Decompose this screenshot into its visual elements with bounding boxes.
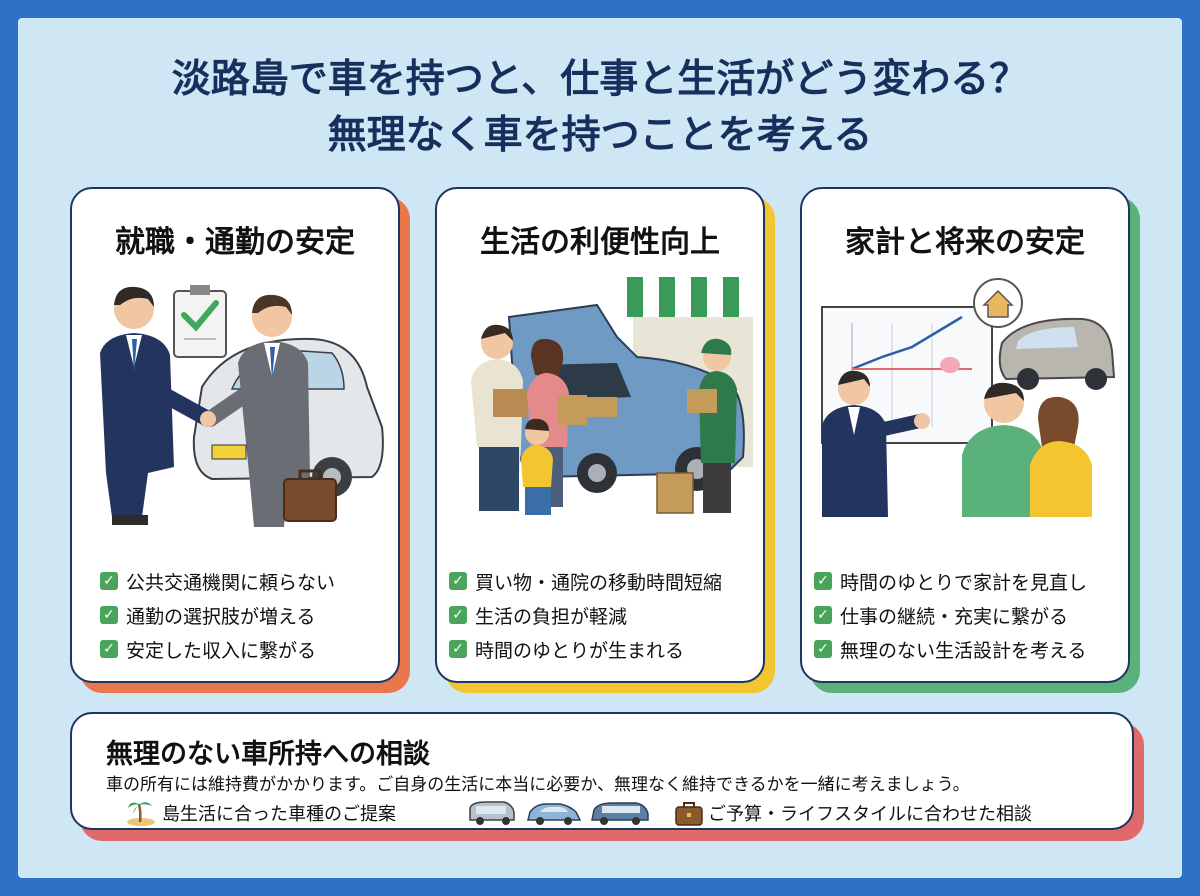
card-convenience: 生活の利便性向上 (435, 187, 775, 693)
list-item: ✓ 無理のない生活設計を考える (814, 632, 1087, 666)
minivan-icon (591, 802, 649, 825)
compact-car-icon (527, 803, 582, 825)
consult-title: 無理のない車所持への相談 (106, 739, 430, 770)
card-title: 生活の利便性向上 (480, 225, 720, 260)
consult-options: 島生活に合った車種のご提案 ご予算・ライフスタイルに合わせた相談 (126, 800, 1126, 830)
card-finance: 家計と将来の安定 (800, 187, 1140, 693)
list-item-label: 通勤の選択肢が増える (126, 605, 316, 628)
card-body: 家計と将来の安定 (800, 187, 1130, 683)
consult-box: 無理のない車所持への相談 車の所有には維持費がかかります。ご自身の生活に本当に必… (70, 712, 1134, 830)
list-item-label: 時間のゆとりで家計を見直し (840, 571, 1088, 594)
card-employment: 就職・通勤の安定 (70, 187, 410, 693)
kei-car-icon (469, 801, 515, 825)
list-item-label: 時間のゆとりが生まれる (475, 639, 685, 662)
check-icon: ✓ (449, 606, 467, 624)
card-title: 就職・通勤の安定 (115, 225, 355, 260)
check-icon: ✓ (100, 640, 118, 658)
check-icon: ✓ (100, 572, 118, 590)
list-item: ✓ 買い物・通院の移動時間短縮 (449, 564, 722, 598)
list-item-label: 仕事の継続・充実に繋がる (840, 605, 1069, 628)
check-icon: ✓ (814, 606, 832, 624)
shopping-car-illustration (471, 277, 753, 515)
list-item: ✓ 安定した収入に繋がる (100, 632, 335, 666)
benefit-list: ✓ 時間のゆとりで家計を見直し ✓ 仕事の継続・充実に繋がる ✓ 無理のない生活設計を… (814, 564, 1087, 666)
car-proposal-label: 島生活に合った車種のご提案 (162, 804, 396, 825)
card-body: 就職・通勤の安定 (70, 187, 400, 683)
list-item: ✓ 通勤の選択肢が増える (100, 598, 335, 632)
list-item-label: 公共交通機関に頼らない (126, 571, 336, 594)
title-line-2: 無理なく車を持つことを考える (327, 113, 873, 158)
check-icon: ✓ (100, 606, 118, 624)
list-item: ✓ 仕事の継続・充実に繋がる (814, 598, 1087, 632)
consult-text: 車の所有には維持費がかかります。ご自身の生活に本当に必要か、無理なく維持できるか… (106, 775, 970, 795)
page-title: 淡路島で車を持つと、仕事と生活がどう変わる？ 無理なく車を持つことを考える (0, 52, 1200, 164)
list-item-label: 無理のない生活設計を考える (840, 639, 1087, 662)
family-planning-illustration (821, 278, 1116, 517)
check-icon: ✓ (814, 640, 832, 658)
list-item-label: 買い物・通院の移動時間短縮 (475, 571, 723, 594)
card-title: 家計と将来の安定 (845, 225, 1085, 260)
briefcase-icon (675, 802, 703, 826)
list-item: ✓ 生活の負担が軽減 (449, 598, 722, 632)
title-line-1: 淡路島で車を持つと、仕事と生活がどう変わる？ (171, 57, 1029, 102)
card-body: 生活の利便性向上 (435, 187, 765, 683)
list-item: ✓ 公共交通機関に頼らない (100, 564, 335, 598)
handshake-car-illustration (100, 285, 384, 527)
check-icon: ✓ (449, 572, 467, 590)
benefit-list: ✓ 公共交通機関に頼らない ✓ 通勤の選択肢が増える ✓ 安定した収入に繋がる (100, 564, 335, 666)
benefit-list: ✓ 買い物・通院の移動時間短縮 ✓ 生活の負担が軽減 ✓ 時間のゆとりが生まれる (449, 564, 722, 666)
list-item-label: 安定した収入に繋がる (126, 639, 317, 662)
budget-lifestyle-label: ご予算・ライフスタイルに合わせた相談 (708, 804, 1032, 825)
list-item: ✓ 時間のゆとりで家計を見直し (814, 564, 1087, 598)
island-icon (127, 802, 155, 826)
list-item: ✓ 時間のゆとりが生まれる (449, 632, 722, 666)
check-icon: ✓ (449, 640, 467, 658)
check-icon: ✓ (814, 572, 832, 590)
list-item-label: 生活の負担が軽減 (475, 605, 628, 628)
